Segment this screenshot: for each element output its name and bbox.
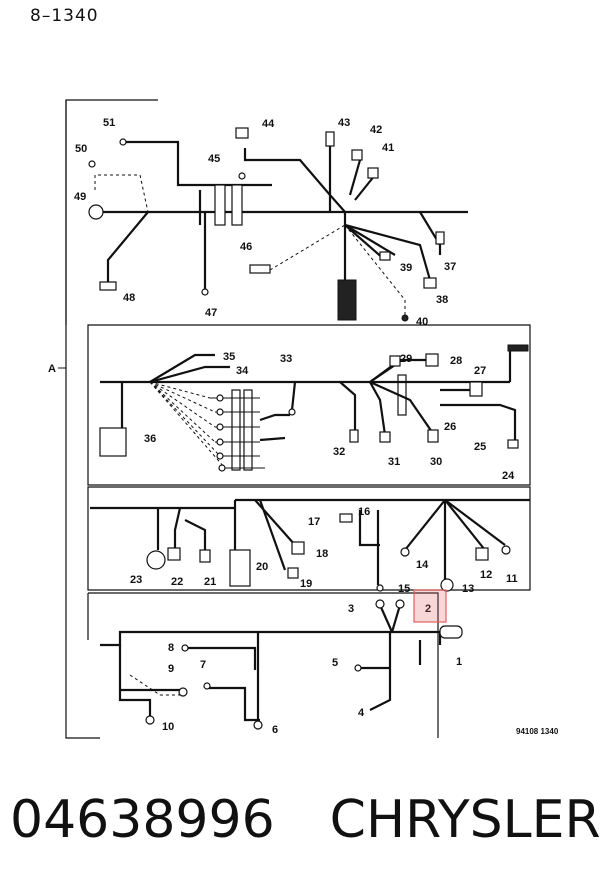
- callout-19: 19: [300, 578, 312, 590]
- callout-41: 41: [382, 142, 394, 154]
- callout-5: 5: [332, 657, 338, 669]
- callout-51: 51: [103, 117, 115, 129]
- callout-15: 15: [398, 583, 410, 595]
- callout-24: 24: [502, 470, 515, 482]
- callout-13: 13: [462, 583, 474, 595]
- callout-1: 1: [456, 656, 462, 668]
- panel-outlines: [65, 99, 531, 739]
- callout-28: 28: [450, 355, 462, 367]
- wiring-harness-diagram: A: [48, 99, 559, 739]
- callout-21: 21: [204, 576, 216, 588]
- callout-17: 17: [308, 516, 320, 528]
- callout-42: 42: [370, 124, 382, 136]
- callout-14: 14: [416, 559, 429, 571]
- callout-27: 27: [474, 365, 486, 377]
- callout-2: 2: [425, 603, 431, 615]
- callout-25: 25: [474, 441, 486, 453]
- callout-18: 18: [316, 548, 328, 560]
- callout-44: 44: [262, 118, 275, 130]
- callout-34: 34: [236, 365, 249, 377]
- callout-31: 31: [388, 456, 400, 468]
- harness-lower-panel: [100, 599, 463, 730]
- page-reference: 8–1340: [30, 6, 99, 26]
- section-label: A: [48, 363, 56, 375]
- callout-29: 29: [400, 353, 412, 365]
- callout-7: 7: [200, 659, 206, 671]
- harness-middle-panel: [90, 498, 530, 592]
- callout-12: 12: [480, 569, 492, 581]
- callout-37: 37: [444, 261, 456, 273]
- callout-33: 33: [280, 353, 292, 365]
- callout-49: 49: [74, 191, 86, 203]
- callout-26: 26: [444, 421, 456, 433]
- brand-name: CHRYSLER: [329, 790, 600, 850]
- callout-23: 23: [130, 574, 142, 586]
- footer: 04638996 CHRYSLER: [10, 790, 600, 850]
- harness-upper-panel: [99, 344, 529, 472]
- callout-4: 4: [358, 707, 365, 719]
- callout-3: 3: [348, 603, 354, 615]
- callout-39: 39: [400, 262, 412, 274]
- callout-40: 40: [416, 316, 428, 328]
- callout-46: 46: [240, 241, 252, 253]
- callout-45: 45: [208, 153, 220, 165]
- callout-9: 9: [168, 663, 174, 675]
- callout-10: 10: [162, 721, 174, 733]
- callout-11: 11: [506, 573, 518, 585]
- harness-top: [88, 127, 468, 322]
- callout-48: 48: [123, 292, 135, 304]
- callout-50: 50: [75, 143, 87, 155]
- callout-47: 47: [205, 307, 217, 319]
- figure-code: 94108 1340: [516, 727, 559, 736]
- callout-6: 6: [272, 724, 278, 736]
- callout-30: 30: [430, 456, 442, 468]
- callout-2-highlight: [413, 589, 447, 623]
- callout-32: 32: [333, 446, 345, 458]
- callout-36: 36: [144, 433, 156, 445]
- callout-16: 16: [358, 506, 370, 518]
- callout-labels: 1 2 3 4 5 6 7 8 9 10 11 12 13 14 15 16 1…: [74, 117, 518, 736]
- part-number: 04638996: [10, 790, 275, 850]
- callout-8: 8: [168, 642, 174, 654]
- callout-20: 20: [256, 561, 268, 573]
- callout-35: 35: [223, 351, 235, 363]
- callout-22: 22: [171, 576, 183, 588]
- callout-38: 38: [436, 294, 448, 306]
- callout-43: 43: [338, 117, 350, 129]
